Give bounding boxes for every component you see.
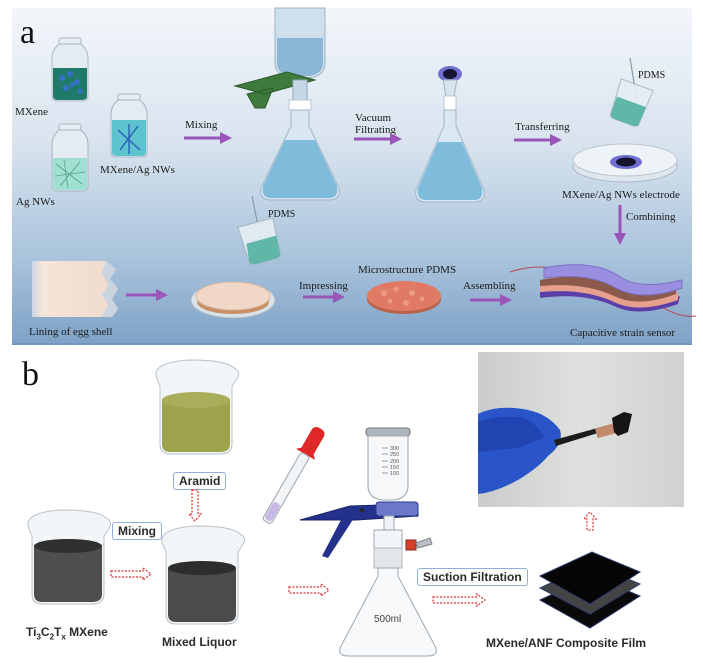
formula-sub-2: 2 [49, 632, 55, 642]
label-mixing-a: Mixing [185, 119, 218, 131]
formula-sub-x: x [61, 632, 66, 642]
mixing-dashed-arrow-icon [110, 566, 152, 582]
label-microstructure: Microstructure PDMS [358, 264, 457, 276]
label-transferring: Transferring [515, 121, 570, 133]
composite-film-stack-icon [538, 551, 642, 629]
vacuum-filter-apparatus-icon [233, 7, 340, 201]
funnel-tick-100: 100 [390, 471, 399, 477]
label-mixing-b: Mixing [112, 522, 162, 540]
label-pdms-bottom: PDMS [268, 209, 296, 220]
lining-arrow-icon [126, 289, 168, 301]
formula-mxene: MXene [65, 625, 108, 639]
egg-shell-lining-icon [32, 261, 118, 317]
pdms-beaker-icon [610, 57, 654, 127]
mixed-liquor-beaker-icon [161, 525, 246, 625]
funnel-tick-300: 300 [390, 446, 399, 452]
label-vacuum: Vacuum [355, 112, 392, 124]
formula-sub-3: 3 [36, 632, 41, 642]
electrode-dish-icon [572, 143, 678, 183]
label-ag-nws: Ag NWs [16, 196, 55, 208]
label-vacuum-filtrating: Vacuum Filtrating [355, 112, 396, 136]
suction-dashed-arrow-icon [432, 592, 486, 608]
label-mxene-ag-nws: MXene/Ag NWs [100, 164, 175, 176]
funnel-tick-150: 150 [390, 465, 399, 471]
formula-ti: Ti [26, 625, 37, 639]
to-filter-dashed-arrow-icon [288, 582, 330, 598]
microstructure-pdms-icon [367, 281, 441, 314]
label-sensor: Capacitive strain sensor [570, 327, 676, 339]
mixing-arrow-icon [184, 132, 232, 144]
ag-nws-bottle-icon [51, 123, 89, 192]
funnel-tick-250: 250 [390, 452, 399, 458]
aramid-down-arrow-icon [187, 489, 203, 522]
label-filtrating: Filtrating [355, 124, 396, 136]
mxene-beaker-icon [27, 509, 112, 605]
flask-volume-label: 500ml [374, 614, 401, 625]
pdms-dish-icon [190, 281, 276, 319]
pdms-beaker-2-icon [237, 195, 281, 265]
photo-up-arrow-icon [582, 511, 598, 531]
mxene-bottle-icon [51, 37, 89, 102]
label-combining: Combining [626, 211, 676, 223]
label-impressing: Impressing [299, 280, 348, 292]
suction-filter-apparatus-icon: 300 250 200 150 100 500ml [299, 427, 437, 657]
label-composite-film: MXene/ANF Composite Film [486, 636, 647, 650]
funnel-tick-200: 200 [390, 459, 399, 465]
label-pdms-top: PDMS [638, 70, 666, 81]
impressing-arrow-icon [303, 291, 345, 303]
label-suction-filtration: Suction Filtration [417, 568, 528, 586]
panel-a-letter: a [20, 14, 36, 51]
dropper-icon [262, 427, 325, 524]
formula-c: C [40, 625, 50, 639]
label-mxene: MXene [15, 106, 48, 118]
label-mxene-ti3c2tx: Ti3C2Tx MXene [26, 625, 108, 641]
mxene-ag-nws-bottle-icon [110, 93, 148, 158]
label-electrode: MXene/Ag NWs electrode [562, 189, 680, 201]
capacitive-strain-sensor-icon [509, 264, 697, 317]
vacuum-filtrating-arrow-icon [354, 133, 402, 145]
label-assembling: Assembling [463, 280, 516, 292]
filtered-flask-icon [415, 66, 485, 203]
assembling-arrow-icon [470, 294, 512, 306]
label-mixed-liquor: Mixed Liquor [162, 635, 237, 649]
panel-b-letter: b [22, 356, 39, 393]
combining-arrow-icon [614, 205, 626, 245]
transferring-arrow-icon [514, 134, 562, 146]
formula-t: T [54, 625, 62, 639]
label-aramid: Aramid [173, 472, 227, 490]
aramid-beaker-icon [155, 359, 240, 455]
label-lining: Lining of egg shell [29, 326, 113, 338]
sensor-photo [478, 352, 684, 507]
